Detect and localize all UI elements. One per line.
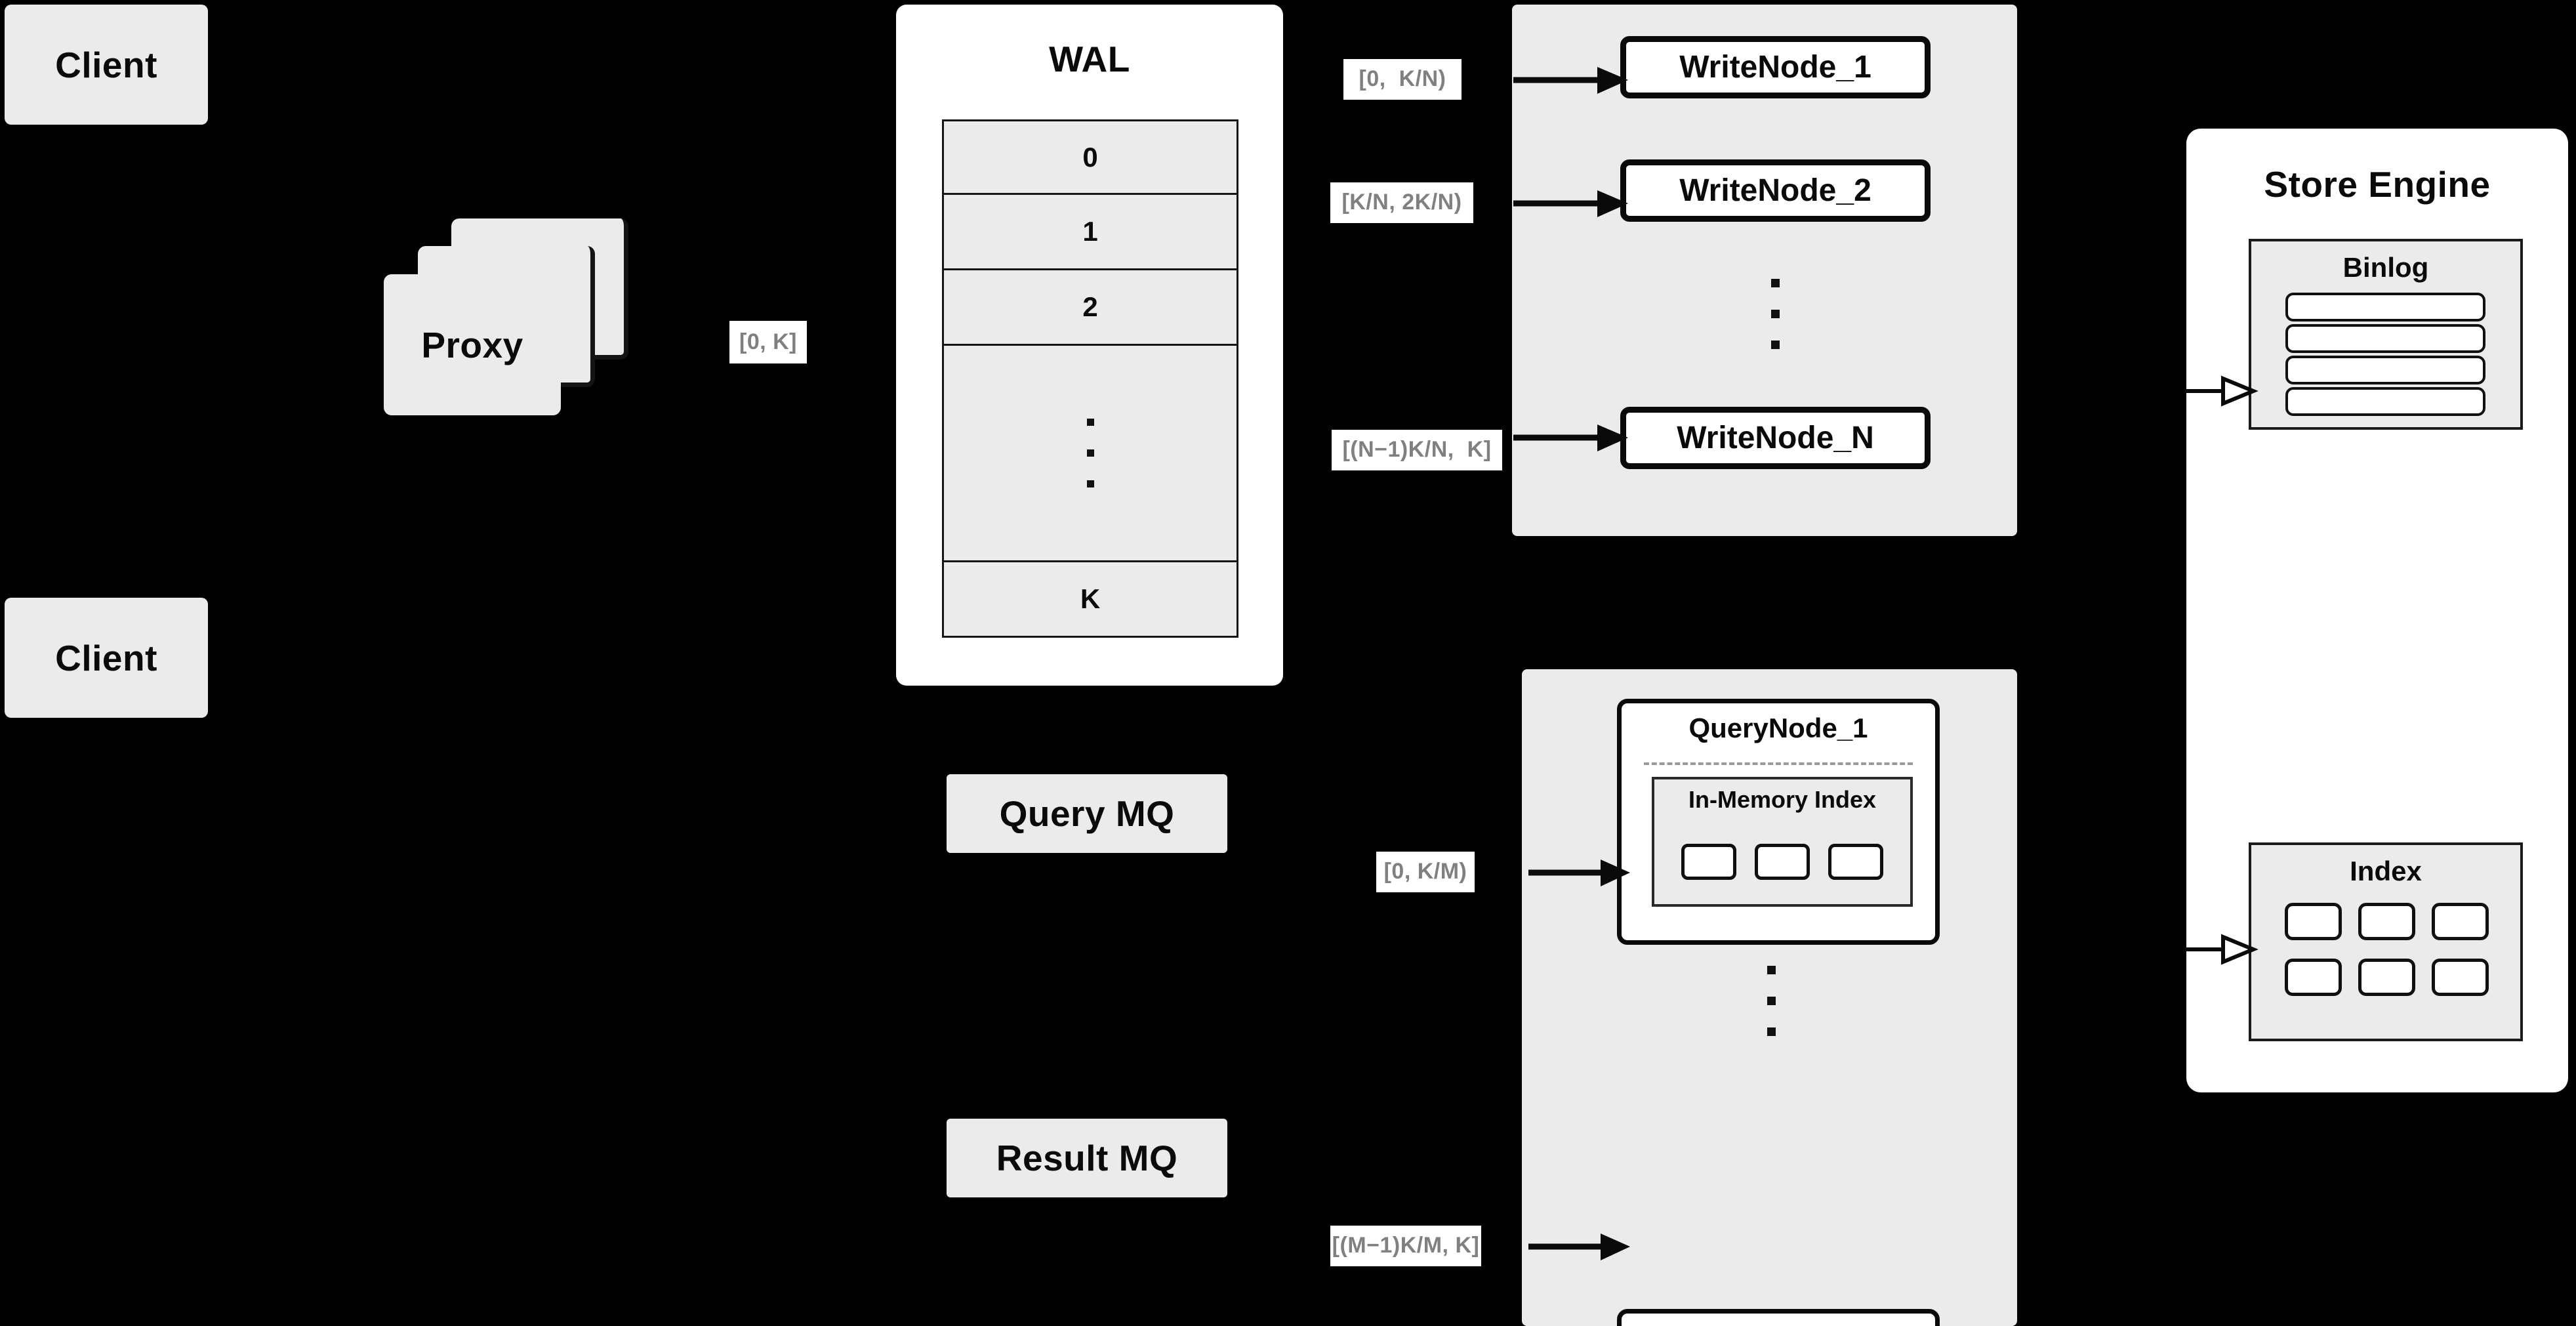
index-cell[interactable] — [2284, 959, 2342, 996]
ellipsis-dot-icon — [1771, 279, 1780, 287]
wal-segment[interactable]: 1 — [942, 195, 1238, 270]
proxy-range-text: [0, K] — [739, 329, 797, 354]
client-label-1: Client — [55, 44, 157, 85]
query-mq-label: Query MQ — [999, 793, 1175, 834]
write-node-2[interactable]: WriteNode_2 — [1620, 159, 1931, 222]
wal-segment[interactable]: K — [942, 562, 1238, 638]
client-box-1[interactable]: Client — [5, 5, 208, 125]
query-mq-box[interactable]: Query MQ — [947, 774, 1227, 853]
query-node-title-wrap-2: QueryNode_1 — [1622, 1323, 1935, 1326]
store-index-title-wrap: Index — [2251, 853, 2520, 889]
store-index-grid — [2276, 903, 2497, 1021]
store-engine-title-wrap: Store Engine — [2186, 161, 2568, 207]
store-index-row — [2276, 959, 2497, 996]
ellipsis-dot-icon — [1767, 1027, 1776, 1036]
ellipsis-dot-icon — [1086, 449, 1094, 457]
write-node-range-text-2: [K/N, 2K/N) — [1341, 190, 1462, 215]
proxy-label: Proxy — [421, 324, 523, 365]
arrow-to-write-node-2 — [1513, 190, 1628, 217]
wal-segment-ellipsis — [942, 346, 1238, 562]
wal-segment-label: 0 — [1082, 141, 1098, 173]
index-cell[interactable] — [1755, 844, 1810, 880]
index-cell[interactable] — [2431, 903, 2489, 940]
proxy-range-label: [0, K] — [729, 321, 807, 363]
write-node-label-n: WriteNode_N — [1677, 421, 1874, 455]
store-engine-title: Store Engine — [2264, 164, 2491, 205]
in-memory-index-cells-1 — [1654, 844, 1910, 880]
arrow-to-query-node-1 — [1528, 860, 1630, 886]
wal-panel: WAL 0 1 2 K — [896, 5, 1283, 686]
write-node-label-2: WriteNode_2 — [1679, 173, 1871, 208]
index-cell[interactable] — [2284, 903, 2342, 940]
wal-segment-label: K — [1080, 583, 1101, 614]
binlog-title-wrap: Binlog — [2251, 249, 2520, 285]
ellipsis-dot-icon — [1771, 341, 1780, 349]
proxy-card-front[interactable]: Proxy — [384, 274, 561, 415]
result-mq-label: Result MQ — [996, 1138, 1178, 1178]
write-node-range-label-n: [(N−1)K/N, K] — [1332, 430, 1502, 470]
write-node-n[interactable]: WriteNode_N — [1620, 407, 1931, 469]
wal-segment-label: 1 — [1082, 216, 1098, 247]
binlog-row[interactable] — [2285, 387, 2485, 416]
wal-segment-list: 0 1 2 K — [942, 119, 1238, 641]
wal-segment[interactable]: 0 — [942, 119, 1238, 195]
client-box-2[interactable]: Client — [5, 598, 208, 718]
store-engine-panel: Store Engine Binlog Index — [2186, 129, 2568, 1092]
store-index-row — [2276, 903, 2497, 940]
query-node-range-text-2: [(M−1)K/M, K] — [1332, 1233, 1480, 1258]
wal-segment[interactable]: 2 — [942, 270, 1238, 346]
query-node-label-2: QueryNode_1 — [1688, 1323, 1868, 1326]
query-node-label-1: QueryNode_1 — [1688, 713, 1868, 743]
index-cell[interactable] — [2358, 959, 2415, 996]
client-label-2: Client — [55, 637, 157, 678]
binlog-rows — [2285, 293, 2485, 417]
binlog-row[interactable] — [2285, 324, 2485, 353]
write-node-ellipsis — [1771, 279, 1780, 349]
store-index-panel: Index — [2249, 842, 2523, 1041]
write-node-range-text-1: [0, K/N) — [1359, 66, 1446, 92]
query-node-range-text-1: [0, K/M) — [1383, 859, 1467, 884]
index-cell[interactable] — [1681, 844, 1736, 880]
binlog-panel: Binlog — [2249, 239, 2523, 430]
ellipsis-dot-icon — [1767, 997, 1776, 1005]
wal-title-wrap: WAL — [896, 36, 1283, 82]
query-node-ellipsis — [1767, 966, 1776, 1036]
query-node-range-label-2: [(M−1)K/M, K] — [1330, 1226, 1481, 1266]
ellipsis-dot-icon — [1771, 310, 1780, 318]
arrow-to-store-index — [2185, 934, 2259, 965]
wal-title: WAL — [1049, 39, 1130, 79]
arrow-to-query-node-2 — [1528, 1233, 1630, 1260]
write-node-label-1: WriteNode_1 — [1679, 50, 1871, 85]
binlog-row[interactable] — [2285, 293, 2485, 321]
in-memory-index-1: In-Memory Index — [1652, 777, 1913, 907]
query-node-range-label-1: [0, K/M) — [1376, 852, 1475, 892]
arrow-to-binlog — [2185, 375, 2259, 407]
ellipsis-dot-icon — [1086, 419, 1094, 426]
wal-segment-label: 2 — [1082, 291, 1098, 322]
query-node-1[interactable]: QueryNode_1 In-Memory Index — [1617, 699, 1940, 945]
result-mq-box[interactable]: Result MQ — [947, 1119, 1227, 1197]
write-node-1[interactable]: WriteNode_1 — [1620, 36, 1931, 98]
write-node-range-label-2: [K/N, 2K/N) — [1330, 182, 1473, 223]
write-node-range-label-1: [0, K/N) — [1343, 59, 1462, 100]
query-node-2[interactable]: QueryNode_1 In-Memory Index — [1617, 1309, 1940, 1326]
arrow-to-write-node-n — [1513, 425, 1628, 451]
binlog-title: Binlog — [2342, 251, 2429, 283]
query-node-title-wrap-1: QueryNode_1 — [1622, 713, 1935, 744]
binlog-row[interactable] — [2285, 356, 2485, 384]
ellipsis-dot-icon — [1767, 966, 1776, 974]
ellipsis-dot-icon — [1086, 480, 1094, 487]
write-node-range-text-n: [(N−1)K/N, K] — [1342, 437, 1492, 463]
index-cell[interactable] — [2431, 959, 2489, 996]
index-cell[interactable] — [1828, 844, 1883, 880]
index-cell[interactable] — [2358, 903, 2415, 940]
in-memory-index-title-1: In-Memory Index — [1688, 786, 1877, 813]
proxy-stack[interactable]: Proxy — [384, 218, 672, 435]
arrow-to-write-node-1 — [1513, 67, 1628, 94]
store-index-title: Index — [2350, 855, 2422, 886]
query-node-divider-1 — [1644, 762, 1913, 765]
in-memory-index-title-wrap-1: In-Memory Index — [1654, 786, 1910, 814]
